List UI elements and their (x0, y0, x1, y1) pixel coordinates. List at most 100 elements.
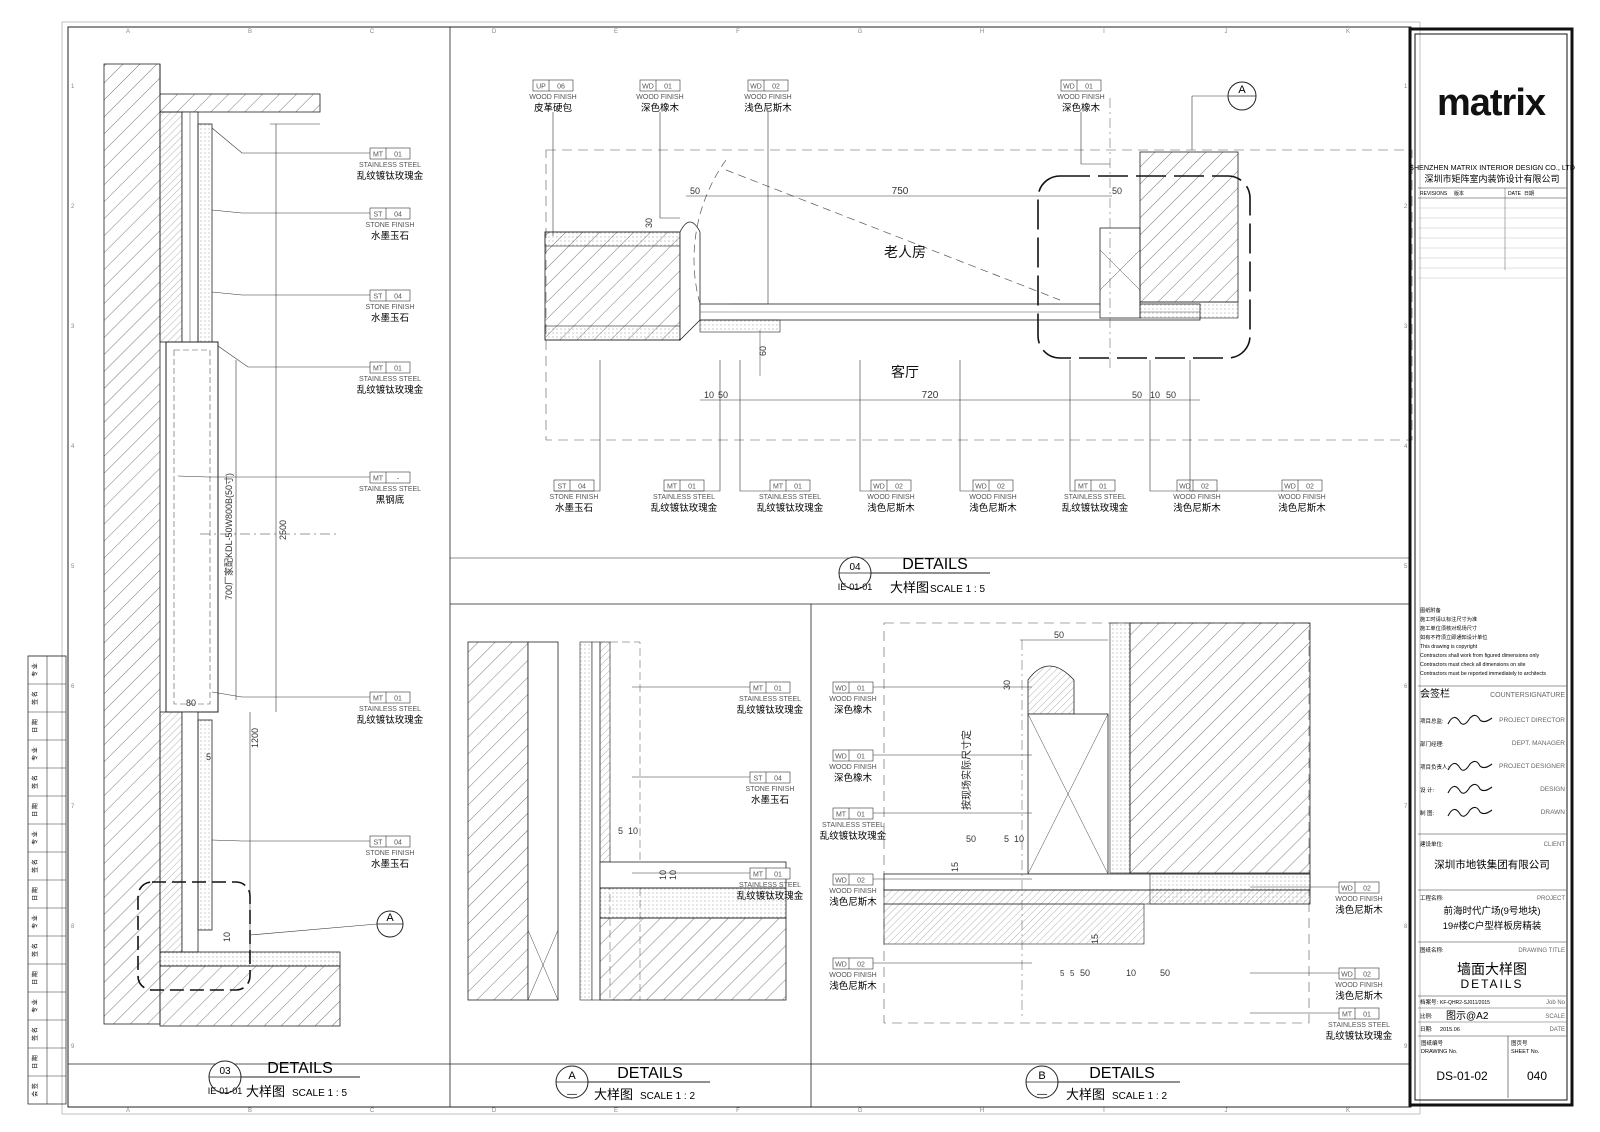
material-name-cn: 水墨玉石 (555, 502, 593, 514)
material-number: 02 (895, 484, 903, 491)
strip-label: 专 业 (31, 747, 39, 761)
strip-label: 专 业 (31, 831, 39, 845)
title-block-note: Contractors must be reported immediately… (1420, 671, 1546, 677)
grid-number-left: 9 (71, 1044, 75, 1050)
grid-letter-bottom: E (614, 1108, 618, 1114)
material-finish-en: STAINLESS STEEL (359, 162, 421, 169)
section-mark-a-detail-04: A (1191, 81, 1257, 150)
dim-a-10-c: 10 (668, 870, 678, 880)
grid-letter-top: C (370, 29, 375, 35)
grid-number-left: 7 (71, 804, 75, 810)
client-label-en: CLIENT (1544, 842, 1566, 848)
title-detail-b: B — DETAILS 大样图 SCALE 1 : 2 (1025, 1065, 1180, 1102)
title-detail-04: 04 IE-01-01 DETAILS 大样图 SCALE 1 : 5 (838, 556, 990, 595)
detail-scale: SCALE 1 : 5 (292, 1088, 347, 1099)
material-finish-en: WOOD FINISH (744, 94, 791, 101)
grid-letter-bottom: J (1225, 1108, 1228, 1114)
detail-number: 04 (849, 562, 861, 573)
material-finish-en: WOOD FINISH (829, 972, 876, 979)
dim-750: 750 (892, 186, 909, 197)
grid-number-right: 3 (1404, 324, 1408, 330)
material-number: 02 (1363, 972, 1371, 979)
role-label-cn: 制 图: (1420, 809, 1435, 817)
strip-label: 签 名 (31, 691, 39, 705)
grid-letter-bottom: I (1103, 1108, 1105, 1114)
material-code: ST (374, 294, 384, 301)
title-block-note: Contractors must check all dimensions on… (1420, 662, 1526, 668)
material-number: 02 (772, 84, 780, 91)
grid-letter-bottom: D (492, 1108, 497, 1114)
title-block-note: 施工单位须核对现场尺寸 (1420, 624, 1477, 632)
role-label-en: DEPT. MANAGER (1512, 740, 1565, 747)
left-signature-strip: 专 业签 名日 期专 业签 名日 期专 业签 名日 期专 业签 名日 期专 业签… (27, 655, 67, 1105)
material-code: WD (835, 962, 847, 969)
material-name-cn: 浅色尼斯木 (867, 502, 915, 514)
grid-letter-top: E (614, 29, 618, 35)
dim-b-5-3: 5 (1060, 969, 1065, 978)
dim-a-10: 10 (628, 826, 638, 836)
grid-letter-bottom: C (370, 1108, 375, 1114)
grid-letter-top: A (126, 29, 130, 35)
material-code: MT (373, 366, 384, 373)
title-block-note: 图纸附备 (1420, 606, 1442, 614)
material-finish-en: STONE FINISH (746, 786, 795, 793)
site-dimension-note: 按现场实际尺寸定 (960, 730, 973, 810)
grid-number-left: 3 (71, 324, 75, 330)
material-finish-en: STONE FINISH (366, 850, 415, 857)
title-detail-03: 03 IE-01-01 DETAILS 大样图 SCALE 1 : 5 (208, 1060, 360, 1099)
signature-mark (1447, 783, 1493, 794)
material-code: WD (835, 686, 847, 693)
dim-a-10-b: 10 (658, 870, 668, 880)
dim-b-15: 15 (950, 862, 960, 872)
section-mark-a-detail-03: A (249, 910, 404, 938)
material-code: MT (836, 812, 847, 819)
material-finish-en: STONE FINISH (550, 494, 599, 501)
drawing-title-label-cn: 图纸名称: (1420, 946, 1444, 954)
material-finish-en: WOOD FINISH (1173, 494, 1220, 501)
material-code: MT (373, 476, 384, 483)
material-code: WD (835, 754, 847, 761)
svg-text:—: — (567, 1089, 577, 1100)
job-number: KF-QHR2-SJ011/2015 (1440, 1000, 1490, 1006)
material-finish-en: STAINLESS STEEL (822, 822, 884, 829)
material-code: ST (558, 484, 568, 491)
material-name-cn: 水墨玉石 (371, 858, 409, 870)
project-label-cn: 工程名称: (1420, 894, 1444, 902)
countersign-cn: 会签栏 (1420, 687, 1450, 700)
grid-letter-top: K (1346, 29, 1350, 35)
material-finish-en: WOOD FINISH (1057, 94, 1104, 101)
rev-header-1: REVISIONS (1420, 191, 1448, 197)
material-code: MT (373, 152, 384, 159)
material-number: 01 (394, 152, 402, 159)
title-block-note: Contractors shall work from figured dime… (1420, 653, 1539, 659)
drawing-title-label-en: DRAWING TITLE (1518, 948, 1565, 954)
material-name-cn: 深色橡木 (834, 772, 873, 784)
grid-number-right: 4 (1404, 444, 1408, 450)
dim-50-right: 50 (1112, 186, 1122, 196)
material-code: WD (1341, 972, 1353, 979)
role-label-cn: 项目负责人: (1420, 763, 1450, 771)
material-code: ST (754, 776, 764, 783)
job-label-en: Job No (1546, 1000, 1566, 1006)
grid-number-right: 9 (1404, 1044, 1408, 1050)
dim-5: 5 (206, 752, 211, 762)
detail-number: 03 (219, 1066, 231, 1077)
material-number: 02 (857, 962, 865, 969)
dim-b-50-3: 50 (1080, 968, 1090, 978)
project-name-line-2: 19#楼C户型样板房精装 (1443, 920, 1542, 932)
detail-title-en: DETAILS (267, 1060, 333, 1077)
drawing-no-label-en: DRAWING No. (1421, 1049, 1458, 1055)
material-code: WD (642, 84, 654, 91)
material-number: 06 (557, 84, 565, 91)
grid-number-right: 6 (1404, 684, 1408, 690)
